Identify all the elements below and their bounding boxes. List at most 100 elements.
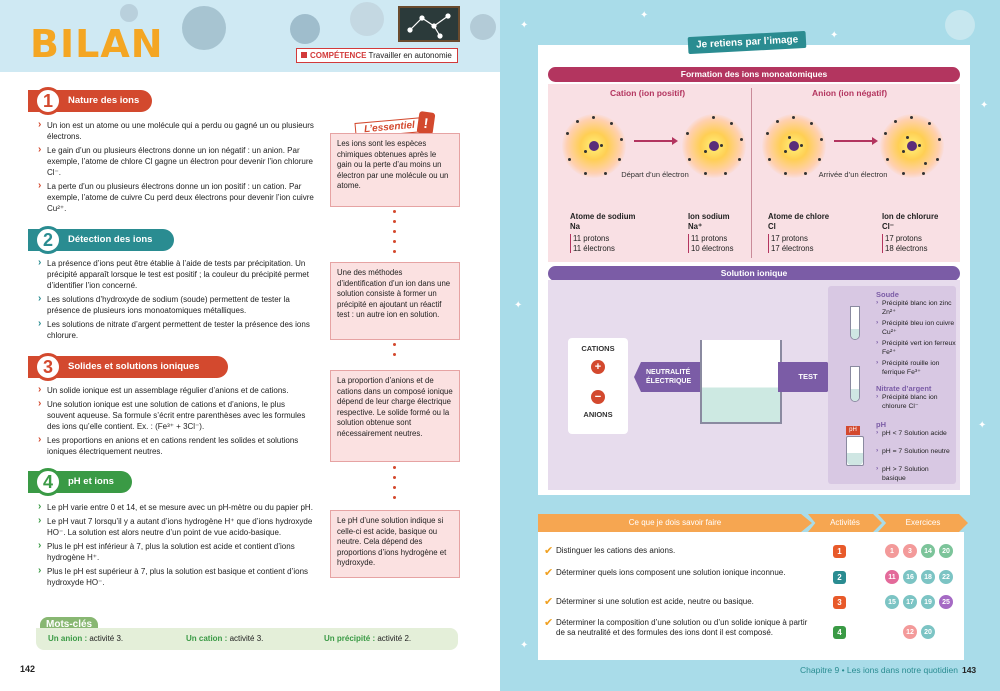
dotted-line — [393, 466, 396, 506]
section-1-number: 1 — [34, 87, 62, 115]
planet-decoration — [290, 14, 320, 44]
chapter-title: Chapitre 9 • Les ions dans notre quotidi… — [800, 665, 958, 675]
exercise-badge[interactable]: 17 — [902, 594, 918, 610]
cations-label: CATIONS — [581, 344, 615, 353]
planet-decoration — [182, 6, 226, 50]
bullet: Le pH varie entre 0 et 14, et se mesure … — [38, 501, 314, 513]
section-2-number: 2 — [34, 226, 62, 254]
section-3-number: 3 — [34, 353, 62, 381]
competence-label: COMPÉTENCE — [310, 51, 367, 60]
test-tube-icon — [850, 306, 860, 340]
activity-badge[interactable]: 3 — [833, 596, 846, 609]
exercise-badge[interactable]: 18 — [920, 569, 936, 585]
activity-badge[interactable]: 1 — [833, 545, 846, 558]
solution-title: Solution ionique — [548, 266, 960, 281]
skill-text: Déterminer la composition d’une solution… — [556, 618, 808, 637]
electrons: 17 électrons — [771, 243, 814, 253]
skill-text: Déterminer quels ions composent une solu… — [556, 568, 786, 577]
section-2-banner: Détection des ions — [28, 229, 174, 251]
star-icon: ✦ — [640, 10, 649, 21]
ions-area: Cation (ion positif) Anion (ion négatif)… — [548, 84, 960, 262]
square-icon — [301, 52, 307, 58]
motscle-ref: activité 3. — [89, 634, 124, 643]
depart-caption: Départ d’un électron — [621, 170, 689, 179]
page-title: BILAN — [30, 22, 164, 66]
right-page: ✦ ✦ ✦ ✦ ✦ ✦ ✦ Je retiens par l’image For… — [500, 0, 1000, 691]
star-icon: ✦ — [520, 640, 529, 651]
soude-heading: Soude — [876, 290, 899, 299]
left-page: BILAN COMPÉTENCE Travailler en autonomie… — [0, 0, 500, 691]
essentiel-box-2: Une des méthodes d’identification d’un i… — [330, 262, 460, 340]
chapter-footer: Chapitre 9 • Les ions dans notre quotidi… — [800, 665, 976, 675]
exercise-badge[interactable]: 11 — [884, 569, 900, 585]
formation-title: Formation des ions monoatomiques — [548, 67, 960, 82]
motscle-ref: activité 2. — [377, 634, 412, 643]
ph-item: pH < 7 Solution acide — [876, 429, 954, 439]
chlorine-atom-icon — [762, 114, 826, 178]
arrow-icon — [634, 137, 678, 145]
exercise-badge[interactable]: 22 — [938, 569, 954, 585]
planet-decoration — [945, 10, 975, 40]
molecule-board-icon — [398, 6, 460, 42]
exercise-badge[interactable]: 14 — [920, 543, 936, 559]
planet-decoration — [120, 4, 138, 22]
exercise-badge[interactable]: 3 — [902, 543, 918, 559]
electrons: 11 électrons — [573, 243, 615, 253]
activity-badge[interactable]: 4 — [833, 626, 846, 639]
atom-name-text: Atome de chlore — [768, 212, 830, 221]
dotted-line — [393, 210, 396, 260]
star-icon: ✦ — [514, 300, 523, 311]
skills-table: ✔ Distinguer les cations des anions. 1 1… — [538, 532, 964, 660]
soude-item: Précipité vert ion ferreux Fe²⁺ — [876, 339, 956, 357]
ph-item: pH > 7 Solution basique — [876, 465, 954, 483]
section-3-bullets: Un solide ionique est un assemblage régu… — [38, 384, 314, 460]
bullet: Plus le pH est inférieur à 7, plus la so… — [38, 540, 314, 563]
protons: 11 protons — [691, 234, 728, 243]
exercise-badge[interactable]: 16 — [902, 569, 918, 585]
bullet: Le pH vaut 7 lorsqu’il y a autant d’ions… — [38, 515, 314, 538]
star-icon: ✦ — [978, 420, 987, 431]
anions-label: ANIONS — [583, 410, 613, 419]
competence-text: Travailler en autonomie — [368, 51, 452, 60]
exclamation-icon: ! — [416, 110, 436, 136]
bullet: Le gain d’un ou plusieurs électrons donn… — [38, 144, 314, 178]
ph-strip: pH — [846, 426, 860, 435]
essentiel-box-4: Le pH d’une solution indique si celle-ci… — [330, 510, 460, 578]
planet-decoration — [470, 14, 496, 40]
exercise-badge[interactable]: 1 — [884, 543, 900, 559]
minus-icon: − — [591, 390, 605, 404]
check-icon: ✔ — [544, 596, 554, 608]
tests-column: pH Soude Précipité blanc ion zinc Zn²⁺ P… — [828, 286, 956, 484]
sodium-ion-icon — [682, 114, 746, 178]
atom-symbol: Cl⁻ — [882, 221, 894, 231]
exercise-badge[interactable]: 25 — [938, 594, 954, 610]
competence-box: COMPÉTENCE Travailler en autonomie — [296, 48, 458, 63]
atom-symbol: Na — [570, 221, 580, 231]
dotted-line — [393, 343, 396, 363]
cation-heading: Cation (ion positif) — [610, 88, 686, 98]
protons: 11 protons — [573, 234, 610, 243]
bullet: Les solutions d’hydroxyde de sodium (sou… — [38, 293, 314, 316]
beaker-icon — [700, 340, 782, 424]
check-icon: ✔ — [544, 617, 554, 629]
page-number-right: 143 — [961, 665, 977, 675]
essentiel-box-3: La proportion d’anions et de cations dan… — [330, 370, 460, 462]
exercise-badge[interactable]: 19 — [920, 594, 936, 610]
sodium-atom-icon — [562, 114, 626, 178]
chloride-ion-icon — [880, 114, 944, 178]
atom-symbol: Na⁺ — [688, 221, 703, 231]
exercise-badge[interactable]: 20 — [920, 624, 936, 640]
ph-tube-icon — [846, 436, 864, 466]
exercise-badge[interactable]: 15 — [884, 594, 900, 610]
section-2-bullets: La présence d’ions peut être établie à l… — [38, 257, 314, 344]
atom-name-text: Ion de chlorure — [882, 212, 939, 221]
arrow-icon — [834, 137, 878, 145]
activity-badge[interactable]: 2 — [833, 571, 846, 584]
exercise-badge[interactable]: 20 — [938, 543, 954, 559]
bullet: Plus le pH est supérieur à 7, plus la so… — [38, 565, 314, 588]
electrons: 18 électrons — [885, 243, 928, 253]
exercise-badge[interactable]: 12 — [902, 624, 918, 640]
